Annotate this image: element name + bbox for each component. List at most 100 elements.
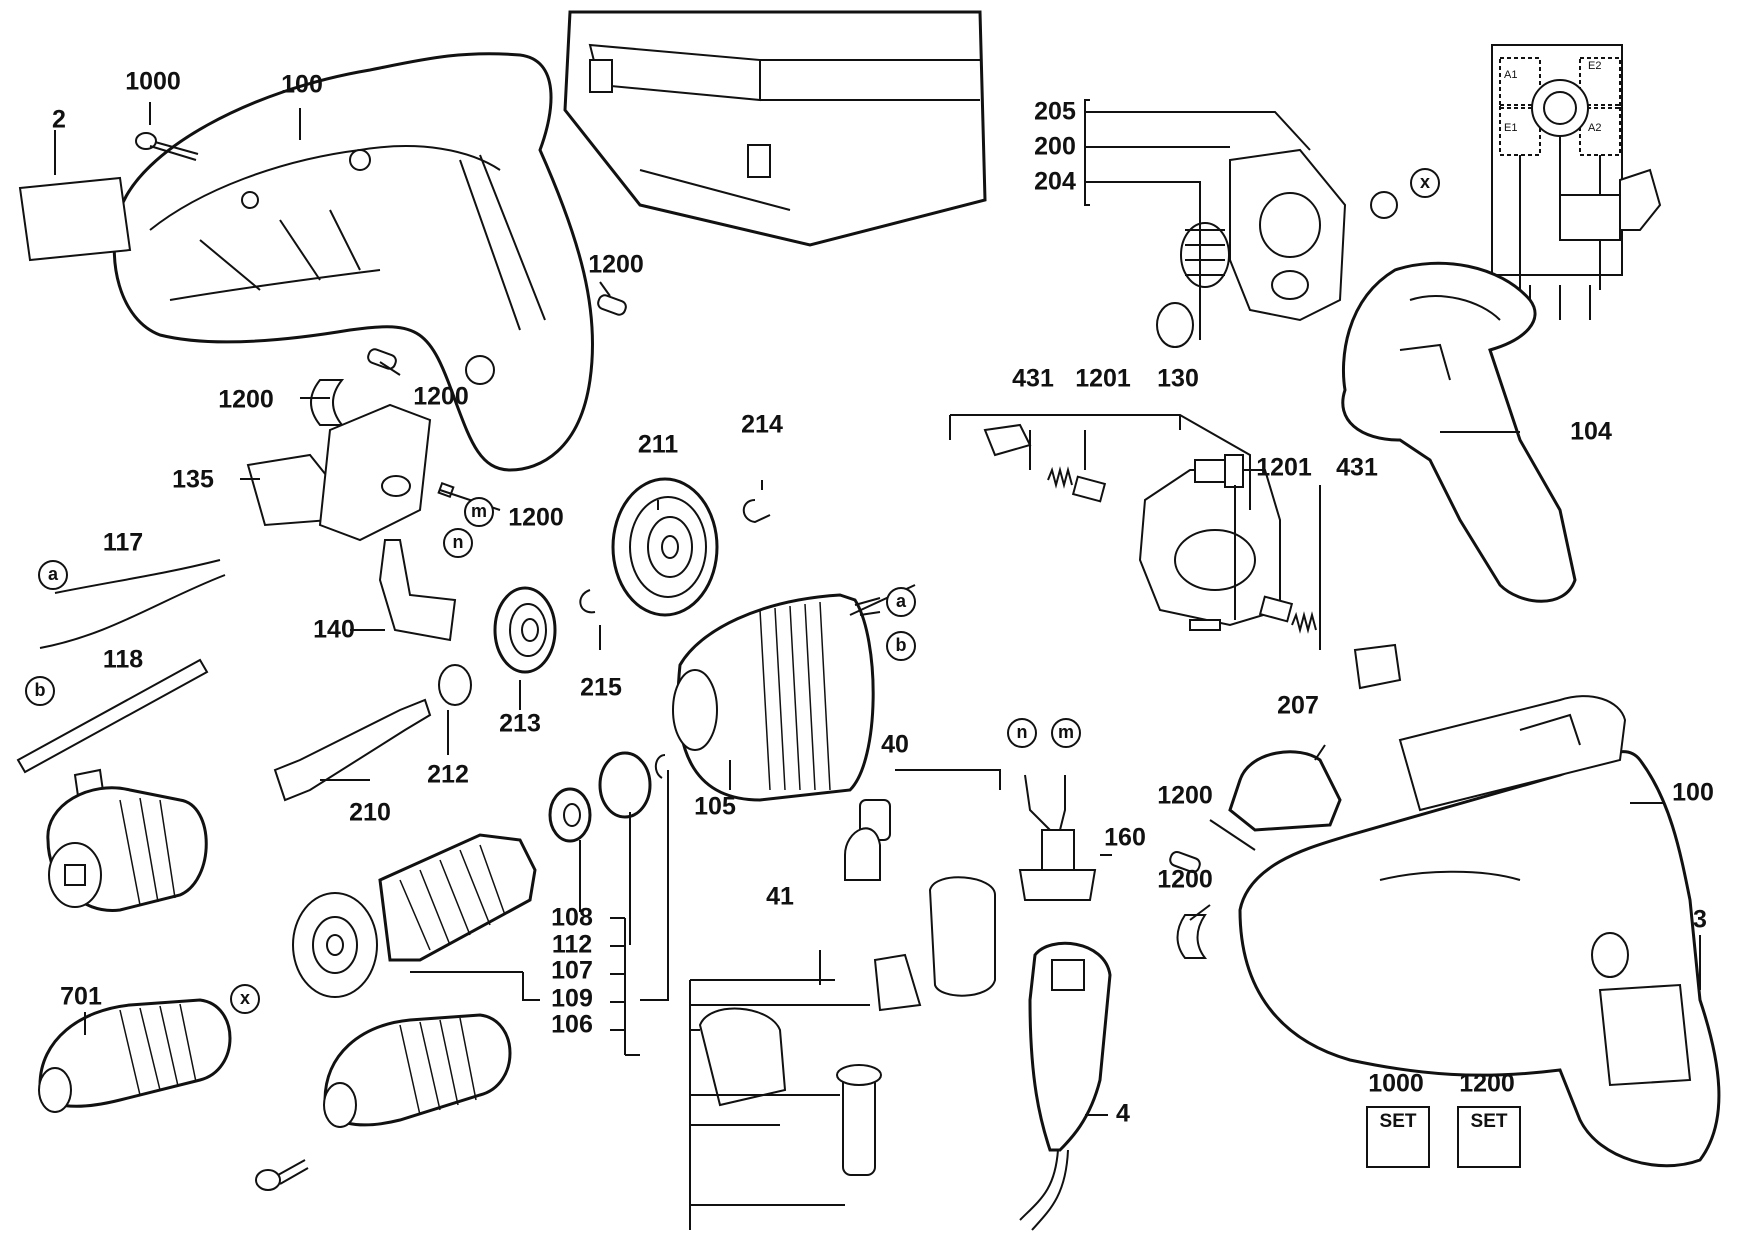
wire-118 [39, 574, 226, 649]
bushing-112 [598, 751, 652, 819]
pin-1200-mid [367, 348, 397, 370]
part-label-1200: 1200 [508, 503, 564, 532]
power-cord-4 [1019, 941, 1112, 1231]
connector-m: m [1051, 718, 1081, 748]
cord-plug-160 [1018, 774, 1097, 901]
cord-guard-40 [698, 799, 996, 1176]
handle-grip-lines [1399, 295, 1501, 381]
wiring-label-a2: A2 [1588, 122, 1602, 134]
screw-1000 [135, 132, 199, 161]
part-label-1200: 1200 [218, 385, 274, 414]
part-label-212: 212 [427, 760, 469, 789]
label-sheet-2 [18, 176, 132, 262]
part-label-160: 160 [1104, 823, 1146, 852]
part-label-2: 2 [52, 105, 66, 134]
spindle-210 [273, 698, 432, 802]
wire-117 [54, 559, 221, 594]
part-label-100: 100 [281, 70, 323, 99]
wiring-label-e2: E2 [1588, 60, 1602, 72]
chuck-key [16, 658, 209, 774]
connector-a: a [38, 560, 68, 590]
pin-1200-top [597, 294, 627, 316]
connector-x: x [1410, 168, 1440, 198]
part-label-1200: 1200 [588, 250, 644, 279]
part-label-1000: 1000 [125, 67, 181, 96]
part-label-1200-set: 1200 [1459, 1069, 1515, 1098]
part-label-210: 210 [349, 798, 391, 827]
part-label-4: 4 [1116, 1099, 1130, 1128]
part-label-214: 214 [741, 410, 783, 439]
set-box-1000: SET [1366, 1106, 1430, 1168]
brush-carbon-left [1071, 475, 1107, 503]
wiring-label-e1: E1 [1504, 122, 1518, 134]
screw-chuck [255, 1159, 309, 1191]
part-label-41: 41 [766, 882, 794, 911]
wiring-schematic [1491, 44, 1662, 320]
part-label-109: 109 [551, 984, 593, 1013]
brush-carbon-right [1258, 595, 1294, 623]
part-label-1200: 1200 [1157, 865, 1213, 894]
part-label-200: 200 [1034, 132, 1076, 161]
part-label-204: 204 [1034, 167, 1076, 196]
spring-1201-right [1291, 611, 1317, 634]
part-label-140: 140 [313, 615, 355, 644]
part-label-431: 431 [1012, 364, 1054, 393]
part-label-205: 205 [1034, 97, 1076, 126]
part-label-105: 105 [694, 792, 736, 821]
part-label-104: 104 [1570, 417, 1612, 446]
clip-1200-right [1176, 914, 1208, 959]
connector-m: m [464, 497, 494, 527]
circlip-109 [654, 754, 666, 779]
set-box-1200: SET [1457, 1106, 1521, 1168]
brush-431-right [1353, 643, 1402, 690]
part-label-1201: 1201 [1256, 453, 1312, 482]
part-label-106: 106 [551, 1010, 593, 1039]
assembled-drill [1238, 695, 1721, 1168]
part-label-1200: 1200 [1157, 781, 1213, 810]
part-label-112: 112 [551, 930, 593, 959]
set-box-text: SET [1470, 1111, 1508, 1132]
part-label-117: 117 [102, 528, 144, 557]
part-label-207: 207 [1277, 691, 1319, 720]
part-label-3: 3 [1693, 905, 1707, 934]
keyless-chuck-701 [38, 998, 232, 1113]
pin-1200-right [1169, 850, 1201, 874]
brush-cap-207 [1228, 750, 1342, 832]
circlip-214 [742, 499, 771, 524]
carry-case [563, 10, 987, 247]
circlip-215 [579, 589, 596, 614]
part-label-107: 107 [551, 956, 593, 985]
spring-1201-left [1047, 466, 1073, 489]
stator-105 [672, 593, 881, 802]
brush-plate-200 [1156, 148, 1398, 348]
set-box-text: SET [1379, 1111, 1417, 1132]
part-label-1201: 1201 [1075, 364, 1131, 393]
connector-a: a [886, 587, 916, 617]
connector-n: n [1007, 718, 1037, 748]
connector-n: n [443, 528, 473, 558]
part-label-108: 108 [551, 903, 593, 932]
part-label-40: 40 [881, 730, 909, 759]
housing-half-left [112, 52, 595, 472]
part-label-215: 215 [580, 673, 622, 702]
keyless-chuck-second [323, 1013, 512, 1128]
part-label-701: 701 [60, 982, 102, 1011]
switch-assembly [246, 403, 457, 642]
bushing-212 [438, 664, 472, 706]
clip-1200-left [310, 379, 345, 426]
part-label-130: 130 [1157, 364, 1199, 393]
part-label-135: 135 [172, 465, 214, 494]
brush-431-left [983, 423, 1032, 457]
part-label-100: 100 [1672, 778, 1714, 807]
wiring-label-a1: A1 [1504, 69, 1518, 81]
connector-x: x [230, 984, 260, 1014]
connector-b: b [25, 676, 55, 706]
part-label-213: 213 [499, 709, 541, 738]
bearing-108 [548, 787, 592, 843]
part-label-1200: 1200 [413, 382, 469, 411]
part-label-211: 211 [637, 430, 679, 459]
keyed-chuck [46, 786, 208, 912]
connector-b: b [886, 631, 916, 661]
part-label-1000-set: 1000 [1368, 1069, 1424, 1098]
